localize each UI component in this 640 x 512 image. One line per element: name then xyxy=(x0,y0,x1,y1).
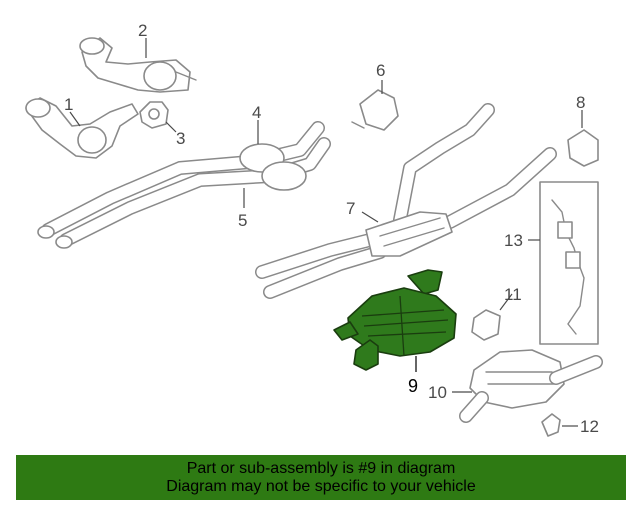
callout-5: 5 xyxy=(238,211,247,230)
part-7-center-muffler[interactable] xyxy=(255,103,557,299)
banner-line-1: Part or sub-assembly is #9 in diagram xyxy=(186,459,456,477)
callout-numbers: 1 2 3 4 5 6 7 8 9 10 11 12 13 xyxy=(64,21,599,436)
callout-2: 2 xyxy=(138,21,147,40)
part-9-rear-muffler[interactable] xyxy=(333,269,457,371)
banner-line-2: Diagram may not be specific to your vehi… xyxy=(166,477,476,495)
part-1-catalytic-converter[interactable] xyxy=(25,97,139,159)
callout-10: 10 xyxy=(428,383,447,402)
part-5-front-pipe[interactable] xyxy=(37,121,331,249)
part-6-damper[interactable] xyxy=(351,89,399,131)
callout-12: 12 xyxy=(580,417,599,436)
callout-9: 9 xyxy=(408,376,418,396)
callout-13: 13 xyxy=(504,231,523,250)
exhaust-system-diagram: 1 2 3 4 5 6 7 8 9 10 11 12 13 xyxy=(25,21,603,437)
part-2-catalytic-converter[interactable] xyxy=(79,37,197,93)
callout-3: 3 xyxy=(176,129,185,148)
callout-11: 11 xyxy=(504,285,522,304)
callout-6: 6 xyxy=(376,61,385,80)
part-12-hanger[interactable] xyxy=(541,413,561,437)
part-info-banner: Part or sub-assembly is #9 in diagram Di… xyxy=(16,455,626,500)
part-3-gasket[interactable] xyxy=(139,101,169,129)
callout-1: 1 xyxy=(64,95,73,114)
callout-4: 4 xyxy=(252,103,261,122)
part-10-rear-muffler[interactable] xyxy=(459,349,603,423)
part-11-clamp[interactable] xyxy=(471,309,501,341)
callout-7: 7 xyxy=(346,199,355,218)
callout-8: 8 xyxy=(576,93,585,112)
part-13-bracket-kit[interactable] xyxy=(539,181,599,345)
part-8-clamp[interactable] xyxy=(567,129,599,167)
callout-leaders xyxy=(69,38,583,427)
